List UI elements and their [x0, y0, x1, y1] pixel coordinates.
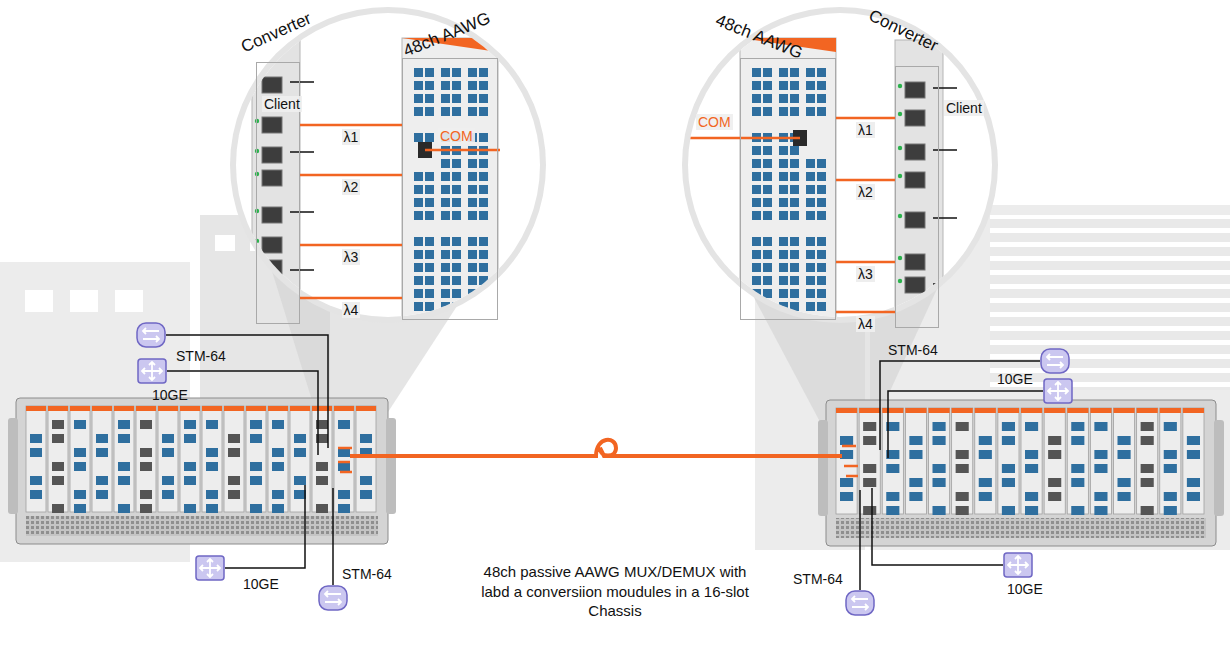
- chassis-right: [818, 400, 1224, 546]
- network-device: STM-64: [845, 590, 875, 616]
- port-label: Client: [944, 100, 984, 116]
- device-label: STM-64: [888, 342, 938, 358]
- port-label: Client: [262, 96, 302, 112]
- network-device: STM-64: [136, 322, 166, 348]
- device-label: 10GE: [997, 371, 1033, 387]
- module-heading: Converter: [238, 9, 314, 58]
- converter-module: [252, 40, 300, 340]
- wavelength-link: [836, 117, 895, 120]
- sdh-device-icon: [136, 322, 166, 348]
- network-device: 10GE: [195, 555, 225, 581]
- buildings: [0, 205, 1230, 562]
- device-label: STM-64: [176, 348, 226, 364]
- wavelength-link: [836, 179, 895, 182]
- device-label: 10GE: [243, 576, 279, 592]
- module-box: Converter: [895, 66, 939, 328]
- magnifier-left: [230, 7, 546, 340]
- network-device: STM-64: [1040, 348, 1070, 374]
- chassis-body: [16, 398, 388, 544]
- device-label: STM-64: [793, 571, 843, 587]
- magnifier-right: [682, 7, 998, 340]
- port-label: COM: [696, 114, 733, 130]
- wavelength-label: λ3: [856, 266, 875, 282]
- sdh-device-icon: [845, 590, 875, 616]
- wavelength-link: [300, 174, 402, 177]
- chassis-left: [8, 398, 396, 544]
- aawg-module: [402, 38, 498, 338]
- wavelength-label: λ3: [342, 249, 361, 265]
- aawg-module: [740, 38, 836, 338]
- wavelength-label: λ2: [342, 179, 361, 195]
- switch-icon: [1043, 378, 1073, 404]
- wavelength-link: [300, 124, 402, 127]
- port-label: COM: [438, 128, 475, 144]
- switch-icon: [137, 358, 167, 384]
- sdh-device-icon: [318, 585, 348, 611]
- wavelength-link: [300, 297, 402, 300]
- client-wires: [166, 335, 1043, 590]
- network-device: 10GE: [1043, 378, 1073, 404]
- switch-icon: [195, 555, 225, 581]
- wavelength-link: [836, 261, 895, 264]
- wavelength-label: λ2: [856, 184, 875, 200]
- wavelength-label: λ1: [342, 129, 361, 145]
- converter-module: [895, 40, 943, 340]
- device-label: STM-64: [342, 566, 392, 582]
- module-heading: 48ch AAWG: [401, 9, 494, 62]
- device-label: 10GE: [1007, 581, 1043, 597]
- switch-icon: [1003, 552, 1033, 578]
- fiber-link: [338, 440, 858, 476]
- module-box: 48ch AAWG: [740, 58, 836, 320]
- module-heading: 48ch AAWG: [713, 11, 806, 64]
- wavelength-link: [836, 311, 895, 314]
- network-device: 10GE: [1003, 552, 1033, 578]
- network-device: STM-64: [318, 585, 348, 611]
- module-box: 48ch AAWG: [402, 58, 498, 320]
- sdh-device-icon: [1040, 348, 1070, 374]
- wavelength-link: [300, 244, 402, 247]
- wavelength-label: λ4: [856, 316, 875, 332]
- chassis-body: [826, 400, 1216, 546]
- module-heading: Converter: [865, 6, 941, 57]
- network-device: 10GE: [137, 358, 167, 384]
- caption: 48ch passive AAWG MUX/DEMUX with labd a …: [470, 562, 760, 621]
- device-label: 10GE: [152, 387, 188, 403]
- wavelength-label: λ1: [856, 122, 875, 138]
- wavelength-label: λ4: [342, 302, 361, 318]
